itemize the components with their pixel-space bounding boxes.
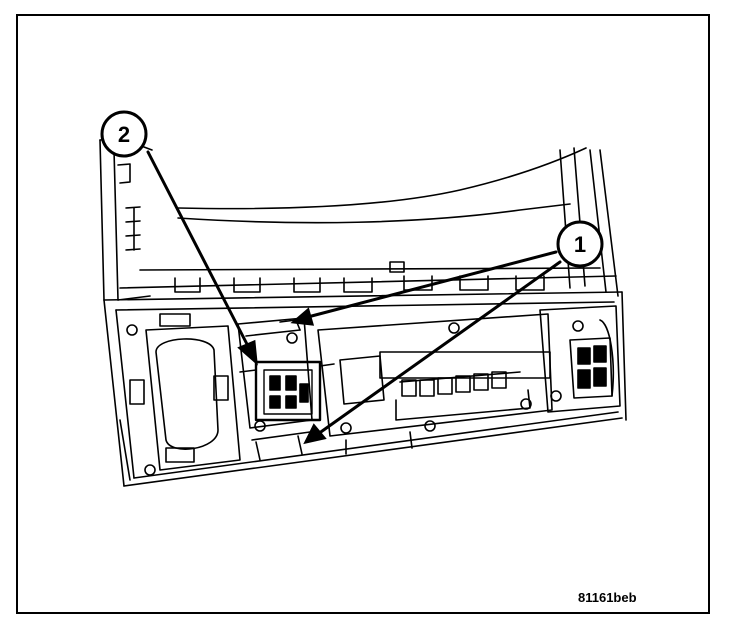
left-oval-opening [129, 313, 241, 471]
left-housing [99, 137, 153, 301]
lower-panel [103, 291, 627, 487]
panel-screws [126, 324, 156, 476]
center-module [317, 313, 553, 455]
callout-2: 2 [100, 110, 148, 158]
right-module [539, 305, 621, 413]
figure-id: 81161beb [578, 590, 637, 605]
callout-1: 1 [556, 220, 604, 268]
ledge-tabs [174, 261, 545, 293]
callout-2-label: 2 [118, 122, 130, 147]
relay-component [239, 360, 335, 422]
callout-1-label: 1 [574, 232, 586, 257]
leader-lines [146, 150, 562, 445]
